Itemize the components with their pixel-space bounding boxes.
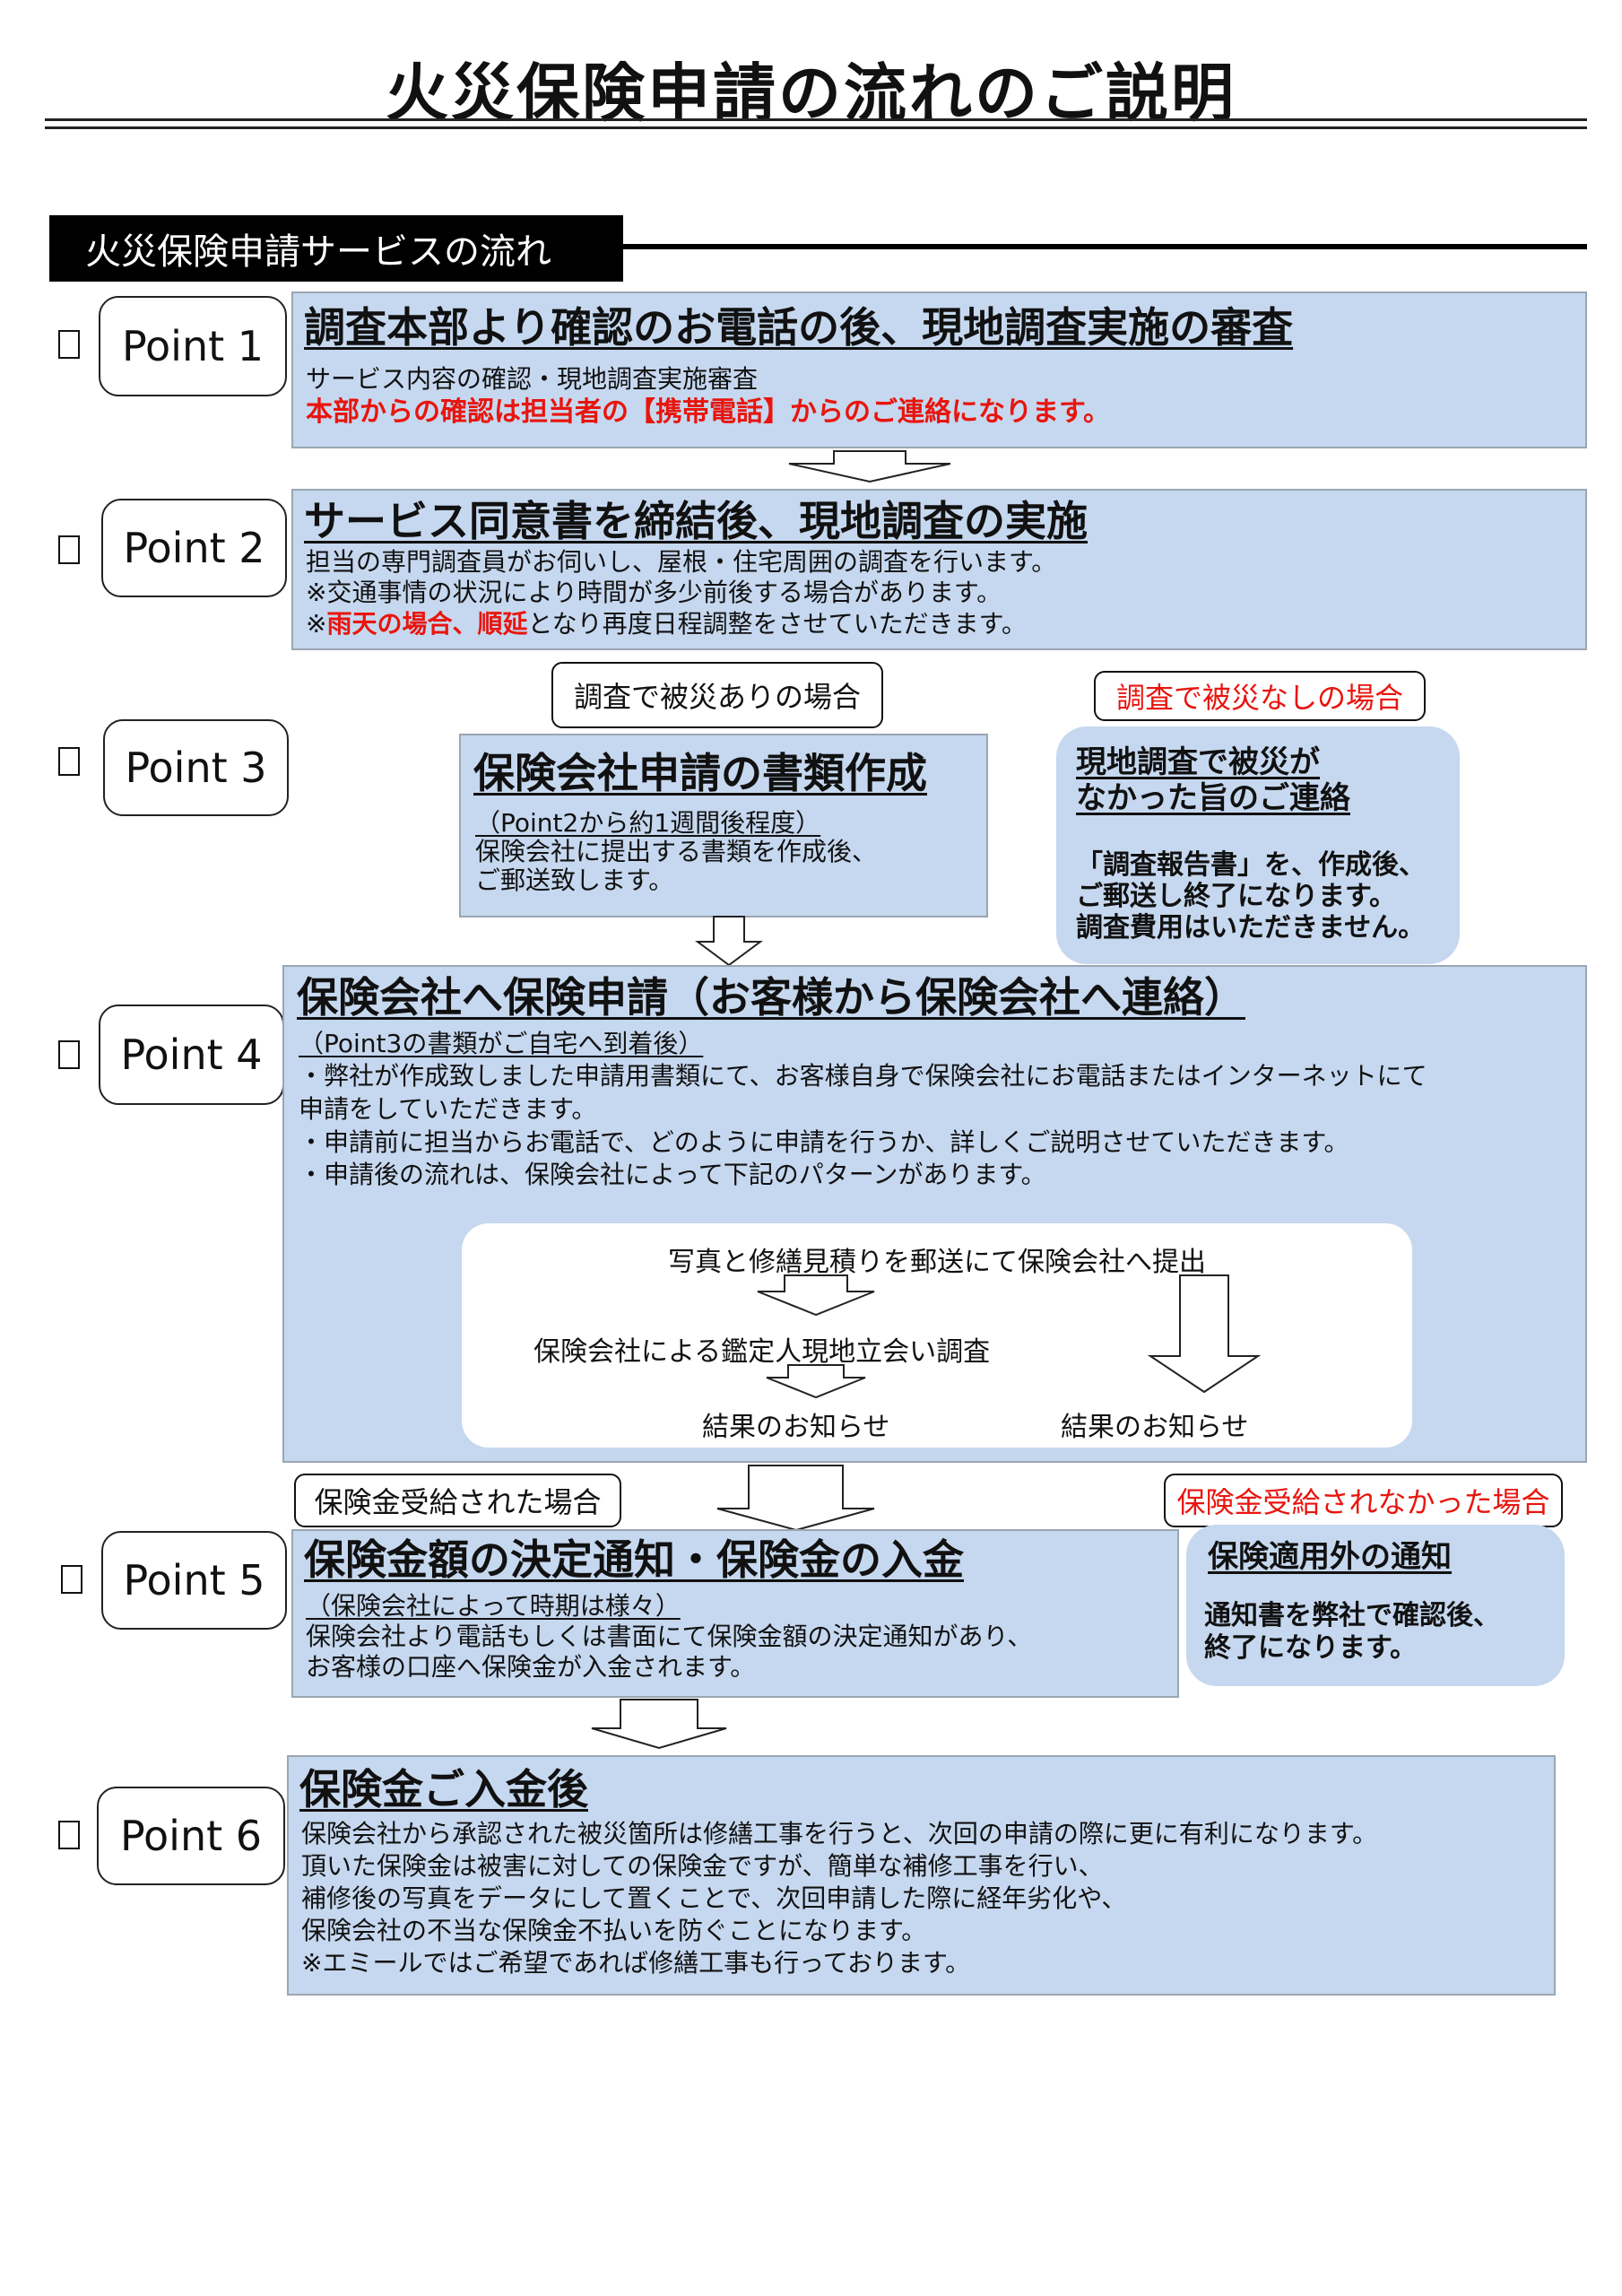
no-damage-heading-1: 現地調査で被災が (1076, 744, 1320, 780)
no-damage-line2: ご郵送し終了になります。 (1076, 881, 1396, 912)
title-rule-top (45, 118, 1587, 121)
arrow-down-3 (694, 916, 764, 967)
section-header: 火災保険申請サービスの流れ (49, 215, 623, 282)
no-damage-heading-2: なかった旨のご連絡 (1076, 780, 1350, 816)
not-applicable-box: 保険適用外の通知 通知書を弊社で確認後、 終了になります。 (1186, 1525, 1565, 1686)
point-1-label: Point 1 (99, 296, 287, 396)
point-2-line3-suffix: となり再度日程調整をさせていただきます。 (527, 609, 1027, 639)
point-1-line1: サービス内容の確認・現地調査実施審査 (306, 364, 759, 394)
arrow-down-4 (716, 1465, 875, 1532)
point-3-label: Point 3 (103, 719, 289, 816)
flow-arrow-long (1147, 1274, 1262, 1394)
flow-result-left: 結果のお知らせ (702, 1412, 890, 1443)
point-4-line3: ・申請前に担当からお電話で、どのように申請を行うか、詳しくご説明させていただきま… (299, 1127, 1349, 1157)
point-4-box: 保険会社へ保険申請（お客様から保険会社へ連絡） （Point3の書類がご自宅へ到… (282, 965, 1587, 1463)
point-6-line3: 補修後の写真をデータにして置くことで、次回申請した際に経年劣化や、 (301, 1883, 1127, 1913)
point-1-heading: 調査本部より確認のお電話の後、現地調査実施の審査 (304, 303, 1294, 352)
checkbox-point-1[interactable] (58, 330, 80, 359)
point-2-line2: ※交通事情の状況により時間が多少前後する場合があります。 (306, 578, 1002, 607)
point-6-box: 保険金ご入金後 保険会社から承認された被災箇所は修繕工事を行うと、次回の申請の際… (287, 1755, 1556, 1996)
tag-paid: 保険金受給された場合 (294, 1474, 621, 1527)
arrow-down-5 (591, 1699, 727, 1750)
point-2-line1: 担当の専門調査員がお伺いし、屋根・住宅周囲の調査を行います。 (306, 547, 1057, 577)
point-4-line2: 申請をしていただきます。 (299, 1094, 597, 1124)
no-damage-line1: 「調査報告書」を、作成後、 (1076, 849, 1426, 881)
not-applicable-line1: 通知書を弊社で確認後、 (1204, 1600, 1500, 1631)
checkbox-point-3[interactable] (58, 747, 80, 776)
tag-damage-found: 調査で被災ありの場合 (551, 662, 883, 728)
point-3-heading: 保険会社申請の書類作成 (473, 749, 927, 797)
no-damage-line3: 調査費用はいただきません。 (1076, 912, 1426, 944)
point-4-label: Point 4 (99, 1004, 284, 1105)
no-damage-box: 現地調査で被災が なかった旨のご連絡 「調査報告書」を、作成後、 ご郵送し終了に… (1056, 726, 1460, 964)
point-3-sub: （Point2から約1週間後程度） (475, 808, 821, 838)
point-2-label: Point 2 (101, 499, 287, 597)
point-4-sub: （Point3の書類がご自宅へ到着後） (299, 1029, 704, 1058)
point-5-line2: お客様の口座へ保険金が入金されます。 (306, 1652, 756, 1682)
point-2-box: サービス同意書を締結後、現地調査の実施 担当の専門調査員がお伺いし、屋根・住宅周… (291, 489, 1587, 650)
flow-arrow-2 (766, 1364, 866, 1399)
point-3-line2: ご郵送致します。 (475, 865, 674, 895)
flow-mid: 保険会社による鑑定人現地立会い調査 (533, 1336, 991, 1368)
point-2-line3: ※雨天の場合、順延となり再度日程調整をさせていただきます。 (306, 608, 1027, 640)
point-6-line2: 頂いた保険金は被害に対しての保険金ですが、簡単な補修工事を行い、 (301, 1851, 1104, 1881)
point-6-heading: 保険金ご入金後 (299, 1765, 588, 1813)
point-4-line4: ・申請後の流れは、保険会社によって下記のパターンがあります。 (299, 1160, 1046, 1189)
point-3-line1: 保険会社に提出する書類を作成後、 (475, 837, 878, 866)
section-header-rule (623, 244, 1587, 249)
point-2-line3-prefix: ※ (306, 609, 327, 639)
flow-panel: 写真と修繕見積りを郵送にて保険会社へ提出 保険会社による鑑定人現地立会い調査 結… (462, 1223, 1412, 1448)
title-rule-bottom (45, 126, 1587, 129)
checkbox-point-5[interactable] (61, 1565, 82, 1594)
point-2-line3-red: 雨天の場合、順延 (326, 609, 528, 639)
point-6-line1: 保険会社から承認された被災箇所は修繕工事を行うと、次回の申請の際に更に有利になり… (301, 1819, 1378, 1848)
point-5-heading: 保険金額の決定通知・保険金の入金 (304, 1535, 964, 1584)
point-4-line1: ・弊社が作成致しました申請用書類にて、お客様自身で保険会社にお電話またはインター… (299, 1061, 1427, 1091)
point-1-box: 調査本部より確認のお電話の後、現地調査実施の審査 サービス内容の確認・現地調査実… (291, 291, 1587, 448)
checkbox-point-6[interactable] (58, 1821, 80, 1849)
point-5-label: Point 5 (101, 1531, 287, 1630)
point-5-line1: 保険会社より電話もしくは書面にて保険金額の決定通知があり、 (306, 1622, 1033, 1651)
point-6-label: Point 6 (97, 1787, 285, 1885)
flow-result-right: 結果のお知らせ (1061, 1412, 1249, 1443)
tag-not-paid: 保険金受給されなかった場合 (1164, 1474, 1563, 1527)
checkbox-point-2[interactable] (58, 535, 80, 564)
flow-arrow-1 (757, 1274, 875, 1317)
not-applicable-line2: 終了になります。 (1204, 1632, 1417, 1664)
point-3-box: 保険会社申請の書類作成 （Point2から約1週間後程度） 保険会社に提出する書… (459, 734, 988, 918)
point-4-heading: 保険会社へ保険申請（お客様から保険会社へ連絡） (297, 973, 1245, 1022)
arrow-down-1 (788, 450, 951, 483)
page-title: 火災保険申請の流れのご説明 (386, 57, 1236, 130)
point-1-line2: 本部からの確認は担当者の【携帯電話】からのご連絡になります。 (306, 396, 1110, 428)
point-6-line4: 保険会社の不当な保険金不払いを防ぐことになります。 (301, 1916, 927, 1945)
point-6-line5: ※エミールではご希望であれば修繕工事も行っております。 (301, 1948, 971, 1978)
point-5-box: 保険金額の決定通知・保険金の入金 （保険会社によって時期は様々） 保険会社より電… (291, 1529, 1179, 1698)
not-applicable-heading: 保険適用外の通知 (1208, 1539, 1452, 1575)
tag-no-damage: 調査で被災なしの場合 (1094, 671, 1426, 721)
point-5-sub: （保険会社によって時期は様々） (306, 1591, 681, 1621)
checkbox-point-4[interactable] (58, 1040, 80, 1069)
flow-top: 写真と修繕見積りを郵送にて保険会社へ提出 (668, 1247, 1206, 1278)
point-2-heading: サービス同意書を締結後、現地調査の実施 (304, 497, 1088, 545)
